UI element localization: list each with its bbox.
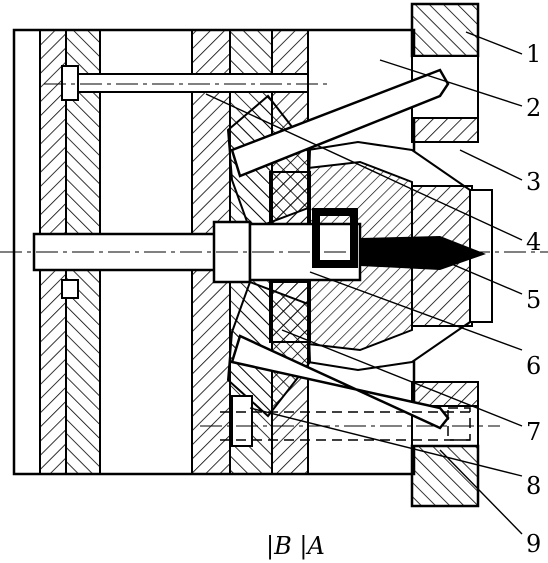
callout-2: 2 [526,94,541,122]
center-lines [0,83,548,427]
callout-labels: 1 2 3 4 5 6 7 8 9 [526,40,541,558]
hidden-lines [220,407,471,441]
angle-pin-lower [230,334,450,430]
callout-5: 5 [526,286,541,314]
callout-8: 8 [526,472,541,500]
leader-lines [205,31,523,535]
molded-part [312,208,486,270]
callout-3: 3 [526,168,541,196]
guide-pin-top [61,65,309,101]
callout-1: 1 [526,40,541,68]
figure-caption: |B |A [266,532,325,561]
callout-4: 4 [526,228,541,256]
callout-9: 9 [526,530,541,558]
angle-pin-upper [230,68,450,178]
callout-7: 7 [526,418,541,446]
lower-screws [61,279,253,447]
callout-6: 6 [526,352,541,380]
